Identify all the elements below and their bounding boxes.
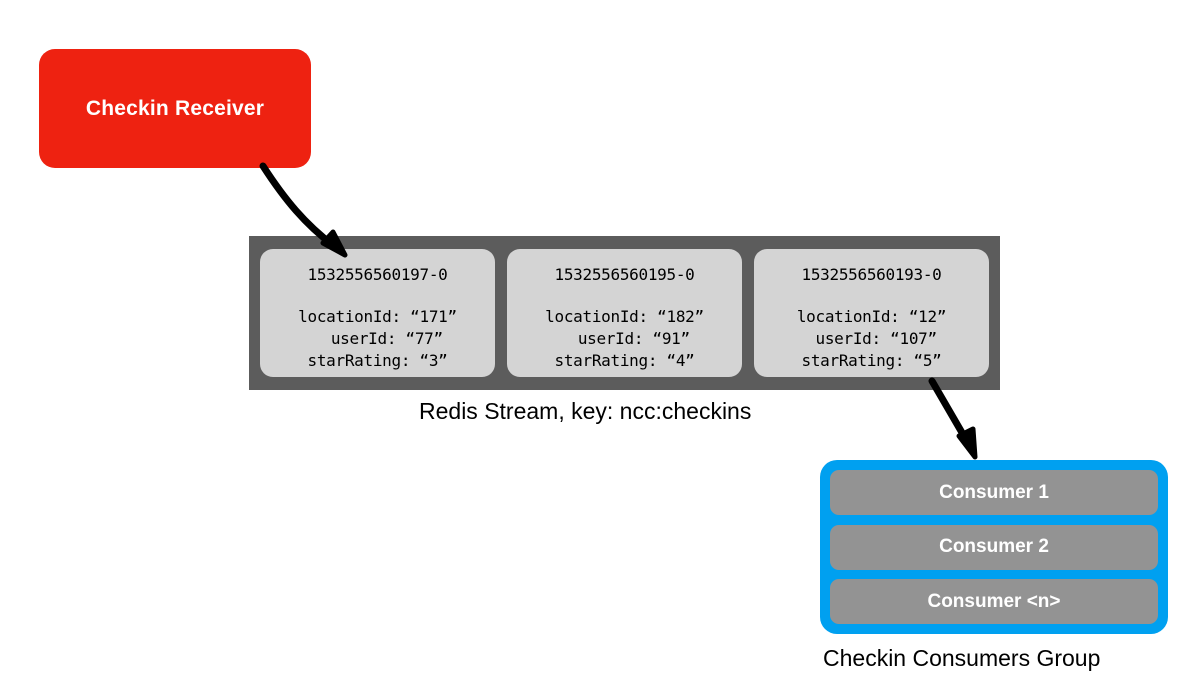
stream-entry-field-locationid: locationId: “12” [796,307,947,326]
consumer-row: Consumer 1 [830,470,1158,515]
checkin-consumers-group-box: Consumer 1 Consumer 2 Consumer <n> [820,460,1168,634]
consumer-label: Consumer 2 [939,536,1049,557]
checkin-receiver-node: Checkin Receiver [39,49,311,168]
stream-entry-id: 1532556560193-0 [801,265,942,284]
consumer-row: Consumer 2 [830,524,1158,570]
stream-entry-field-userid: userId: “91” [559,329,690,348]
stream-entry-field-locationid: locationId: “182” [545,307,704,326]
stream-entry-field-userid: userId: “77” [312,329,443,348]
checkin-consumers-group-caption: Checkin Consumers Group [823,645,1101,671]
consumer-row: Consumer <n> [830,579,1158,624]
stream-entry-field-locationid: locationId: “171” [298,307,457,326]
stream-entry-field-starrating: starRating: “3” [307,351,448,370]
stream-entry-id: 1532556560195-0 [554,265,695,284]
stream-entry-field-starrating: starRating: “5” [801,351,942,370]
consumer-label: Consumer <n> [927,590,1061,612]
arrow-stream-to-consumer-group [928,377,978,460]
stream-entry-field-userid: userId: “107” [806,329,937,348]
checkin-receiver-label: Checkin Receiver [85,96,265,120]
redis-stream-caption: Redis Stream, key: ncc:checkins [419,398,752,424]
stream-entry: 1532556560193-0 locationId: “12” userId:… [754,249,989,377]
stream-entry: 1532556560197-0 locationId: “171” userId… [260,249,495,377]
stream-entry-field-starrating: starRating: “4” [554,351,695,370]
consumer-label: Consumer 1 [939,481,1049,503]
stream-entry-id: 1532556560197-0 [307,265,448,284]
stream-entry: 1532556560195-0 locationId: “182” userId… [507,249,742,377]
redis-stream-container: 1532556560197-0 locationId: “171” userId… [249,236,1000,390]
